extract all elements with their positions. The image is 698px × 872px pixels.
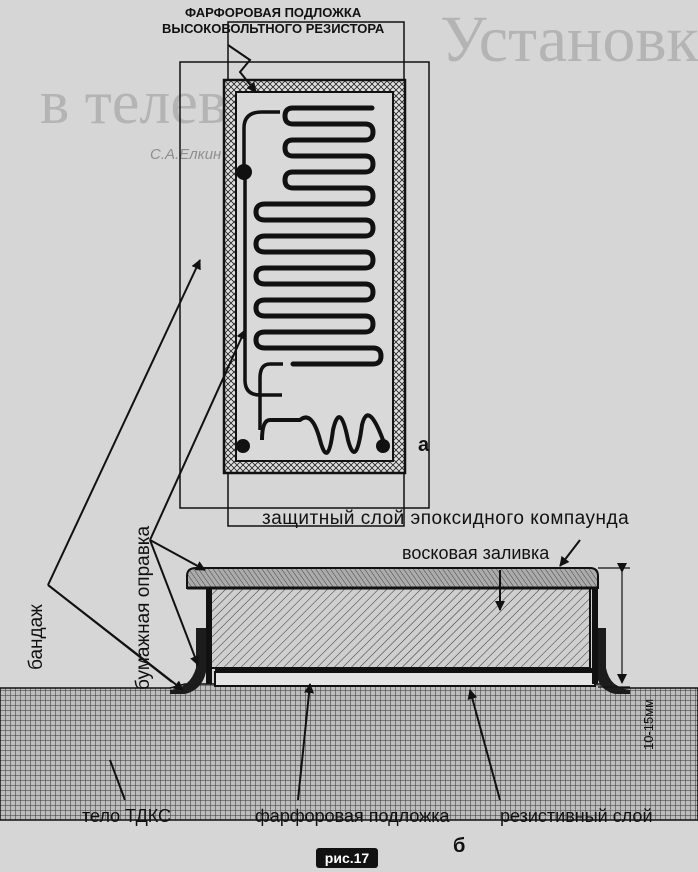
- epoxy-layer: [186, 567, 599, 589]
- paper-mandrel-label: бумажная оправка: [133, 525, 154, 690]
- title-arrow: [227, 44, 257, 93]
- dimension-10-15mm: [598, 563, 630, 688]
- tdks-body-label: тело ТДКС: [82, 806, 172, 826]
- bandage-right: [596, 628, 630, 694]
- bandage-label: бандаж: [26, 604, 47, 670]
- wax-fill-label: восковая заливка: [402, 543, 550, 563]
- mandrel-wall-left: [206, 588, 212, 684]
- figure-b-label: б: [453, 835, 466, 857]
- trace-bottom-2: [258, 362, 283, 430]
- contact-pad-bottom-left: [236, 439, 250, 453]
- trace-bottom: [260, 413, 385, 455]
- figure-b-cross-section: [0, 259, 698, 821]
- title-line1: ФАРФОРОВАЯ ПОДЛОЖКА: [185, 5, 362, 20]
- mandrel-wall-right: [592, 588, 598, 684]
- figure-caption: рис.17: [316, 848, 378, 868]
- dimension-label: 10-15мм: [641, 698, 656, 750]
- mandrel-outline: [179, 61, 430, 509]
- bandage-left: [170, 628, 206, 694]
- porcelain-substrate-label: фарфоровая подложка: [255, 806, 450, 826]
- title-line2: ВЫСОКОВОЛЬТНОГО РЕЗИСТОРА: [162, 21, 385, 36]
- resistive-layer-label: резистивный слой: [500, 806, 653, 826]
- leader-lines: [47, 259, 581, 801]
- epoxy-layer-label: защитный слой эпоксидного компаунда: [262, 508, 630, 529]
- porcelain-substrate-b: [214, 671, 596, 687]
- tdks-body: [0, 683, 698, 821]
- title-porcelain-substrate: ФАРФОРОВАЯ ПОДЛОЖКА ВЫСОКОВОЛЬТНОГО РЕЗИ…: [162, 5, 384, 37]
- contact-pad-bottom-right: [376, 439, 390, 453]
- article-title-line1: Установка: [440, 3, 698, 76]
- contact-pad-top: [236, 164, 252, 180]
- wax-fill: [209, 587, 591, 669]
- figure-a-label: а: [418, 434, 430, 456]
- figure-a-top-view: [179, 21, 430, 527]
- resistive-layer: [215, 668, 595, 673]
- resistive-meander: [253, 105, 384, 367]
